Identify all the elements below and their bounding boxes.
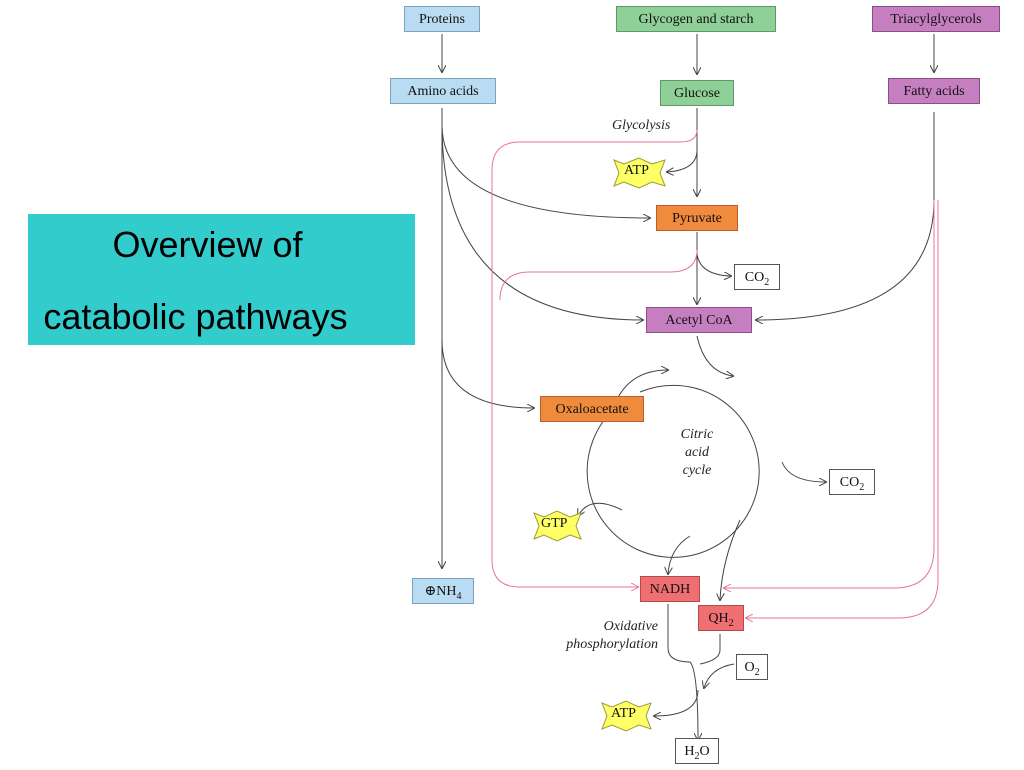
cycle-label-line3: cycle — [682, 463, 712, 478]
o2-subscript: 2 — [754, 666, 760, 678]
nh4-subscript: 4 — [456, 590, 462, 602]
triacylglycerols-box: Triacylglycerols — [872, 6, 1000, 32]
co2-pyruvate-box: CO2 — [734, 264, 780, 290]
slide-title-line1: Overview of — [112, 224, 303, 265]
co2-cycle-box: CO2 — [829, 469, 875, 495]
co2-cycle-subscript: 2 — [859, 481, 865, 493]
amino-acids-box: Amino acids — [390, 78, 496, 104]
oxphos-line1: Oxidative — [603, 619, 658, 634]
h2o-subscript: 2 — [694, 750, 700, 762]
gtp-star-icon — [533, 510, 582, 542]
arrow-cycle-nadh — [668, 535, 691, 574]
electron-flow-fattyacids-nadh — [724, 200, 935, 588]
acetyl-coa-box: Acetyl CoA — [646, 307, 752, 333]
atp-bottom-star-icon — [601, 700, 652, 732]
plus-circle-icon: ⊕ — [424, 584, 437, 599]
arrow-cycle-qh2 — [720, 519, 741, 600]
h2o-h: H — [684, 744, 695, 759]
co2-cycle-text: CO — [839, 475, 860, 490]
electron-flow-fattyacids-qh2 — [746, 200, 939, 618]
oxidative-phosphorylation-label: Oxidative phosphorylation — [540, 618, 658, 654]
slide-title-box: Overview of catabolic pathways — [28, 214, 415, 345]
atp-bottom-label: ATP — [611, 706, 636, 721]
cycle-label-line2: acid — [684, 445, 710, 460]
cycle-label-line1: Citric — [680, 427, 714, 442]
arrow-cycle-gtp — [578, 502, 623, 516]
nadh-box: NADH — [640, 576, 700, 602]
arrow-aminoacids-oxaloacetate — [441, 339, 534, 408]
citric-acid-cycle-ring — [586, 384, 760, 558]
atp-top-star-icon — [613, 157, 666, 189]
qh2-text: QH — [708, 611, 729, 626]
co2-pyruvate-text: CO — [744, 270, 765, 285]
oxphos-line2: phosphorylation — [566, 637, 658, 652]
o2-text: O — [744, 660, 755, 675]
oxaloacetate-box: Oxaloacetate — [540, 396, 644, 422]
arrow-fattyacids-acetylcoa — [756, 112, 935, 320]
arrow-aminoacids-acetylcoa — [441, 124, 643, 320]
arrow-glycolysis-atp — [667, 149, 698, 172]
pyruvate-box: Pyruvate — [656, 205, 738, 231]
qh2-box: QH2 — [698, 605, 744, 631]
fatty-acids-box: Fatty acids — [888, 78, 980, 104]
glucose-box: Glucose — [660, 80, 734, 106]
glycolysis-label: Glycolysis — [612, 118, 671, 133]
qh2-subscript: 2 — [728, 617, 734, 629]
slide-title-line2: catabolic pathways — [43, 296, 348, 337]
gtp-label: GTP — [541, 516, 568, 531]
electron-flow-glycolysis-nadh — [491, 129, 698, 587]
nh4-text: NH — [436, 584, 457, 599]
h2o-o: O — [699, 744, 710, 759]
o2-box: O2 — [736, 654, 768, 680]
atp-top-label: ATP — [624, 163, 649, 178]
h2o-box: H2O — [675, 738, 719, 764]
arrow-cycle-co2 — [781, 461, 826, 482]
electron-flow-pyruvate-nadh — [499, 249, 698, 301]
co2-pyruvate-subscript: 2 — [764, 276, 770, 288]
citric-acid-cycle-label: Citric acid cycle — [662, 426, 732, 480]
proteins-box: Proteins — [404, 6, 480, 32]
arrow-aminoacids-pyruvate — [441, 124, 650, 218]
arrow-qh2-oxphos — [699, 634, 721, 665]
arrow-acetylcoa-into-cycle — [696, 335, 733, 376]
glycogen-starch-box: Glycogen and starch — [616, 6, 776, 32]
arrow-nadh-oxphos — [667, 604, 698, 740]
arrow-o2-in — [704, 663, 735, 688]
arrow-oxphos-atp — [654, 689, 699, 716]
arrow-pyruvate-co2 — [696, 253, 731, 276]
nh4-box: ⊕NH4 — [412, 578, 474, 604]
